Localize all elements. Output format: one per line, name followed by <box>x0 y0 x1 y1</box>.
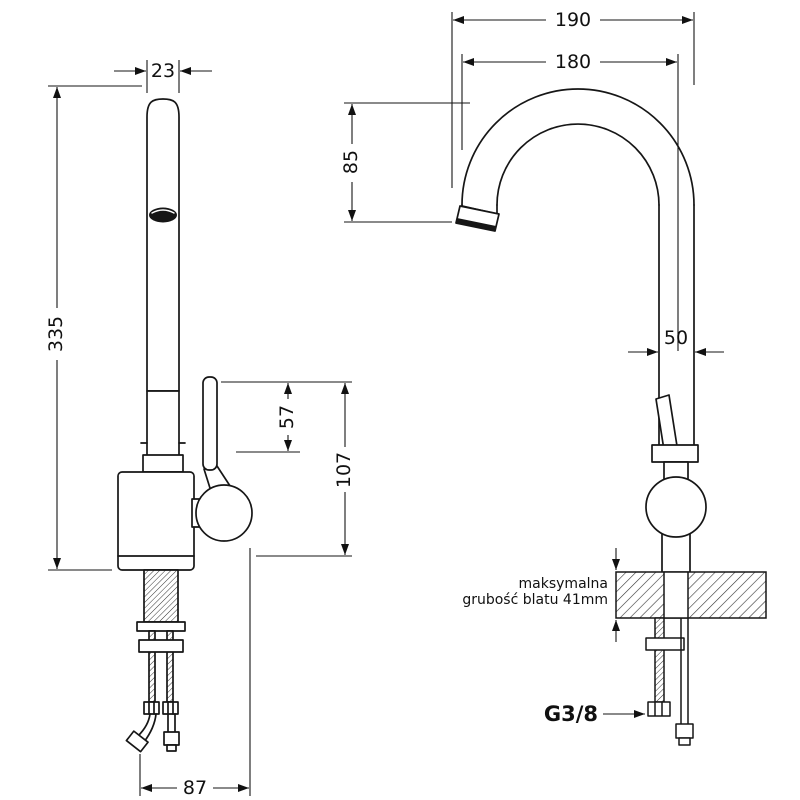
countertop-section <box>615 571 767 619</box>
countertop-note-line2: grubość blatu 41mm <box>462 592 608 608</box>
dim-label-reach-outer: 190 <box>555 9 591 31</box>
gooseneck-outer-arc <box>461 88 695 206</box>
thread-size-label: G3/8 <box>544 702 598 726</box>
dim-label-total-height: 335 <box>45 316 67 352</box>
aerator-highlight <box>151 209 175 214</box>
left-view-dimension-lines <box>48 60 352 796</box>
collar <box>651 444 699 463</box>
hose-fitting <box>675 723 694 739</box>
ball-joint <box>645 476 707 538</box>
dim-label-handle-height: 57 <box>276 405 298 429</box>
handle-joint <box>195 484 253 542</box>
gooseneck-inner-arc <box>496 123 660 206</box>
spout-tip-face <box>456 218 496 231</box>
dim-label-reach-center: 180 <box>555 51 591 73</box>
countertop-slab <box>615 571 767 619</box>
under-counter-hardware <box>645 617 694 746</box>
lock-ring <box>136 621 186 632</box>
tube-collar <box>142 454 184 473</box>
clamp-bracket <box>645 637 685 651</box>
handle-lever <box>202 376 218 471</box>
dim-label-pipe-diameter: 50 <box>664 327 688 349</box>
threaded-shank <box>143 569 179 623</box>
hose-end-cap <box>678 737 691 746</box>
mounting-nuts <box>143 701 179 715</box>
clamp-nut <box>647 701 671 717</box>
right-view-faucet <box>455 88 707 575</box>
right-view-dimension-lines <box>344 12 724 718</box>
countertop-note-line1: maksymalna <box>519 576 608 592</box>
dim-label-spout-width: 23 <box>151 60 175 82</box>
spout-tube <box>146 98 180 392</box>
supply-hoses <box>125 713 180 753</box>
mounting-bracket <box>138 639 184 653</box>
left-view-faucet <box>117 98 253 753</box>
dim-label-spout-drop: 85 <box>340 150 362 174</box>
dim-label-body-height: 107 <box>333 452 355 488</box>
dim-label-base-depth: 87 <box>183 777 207 799</box>
threaded-stud <box>654 617 665 703</box>
through-shank <box>663 571 689 619</box>
